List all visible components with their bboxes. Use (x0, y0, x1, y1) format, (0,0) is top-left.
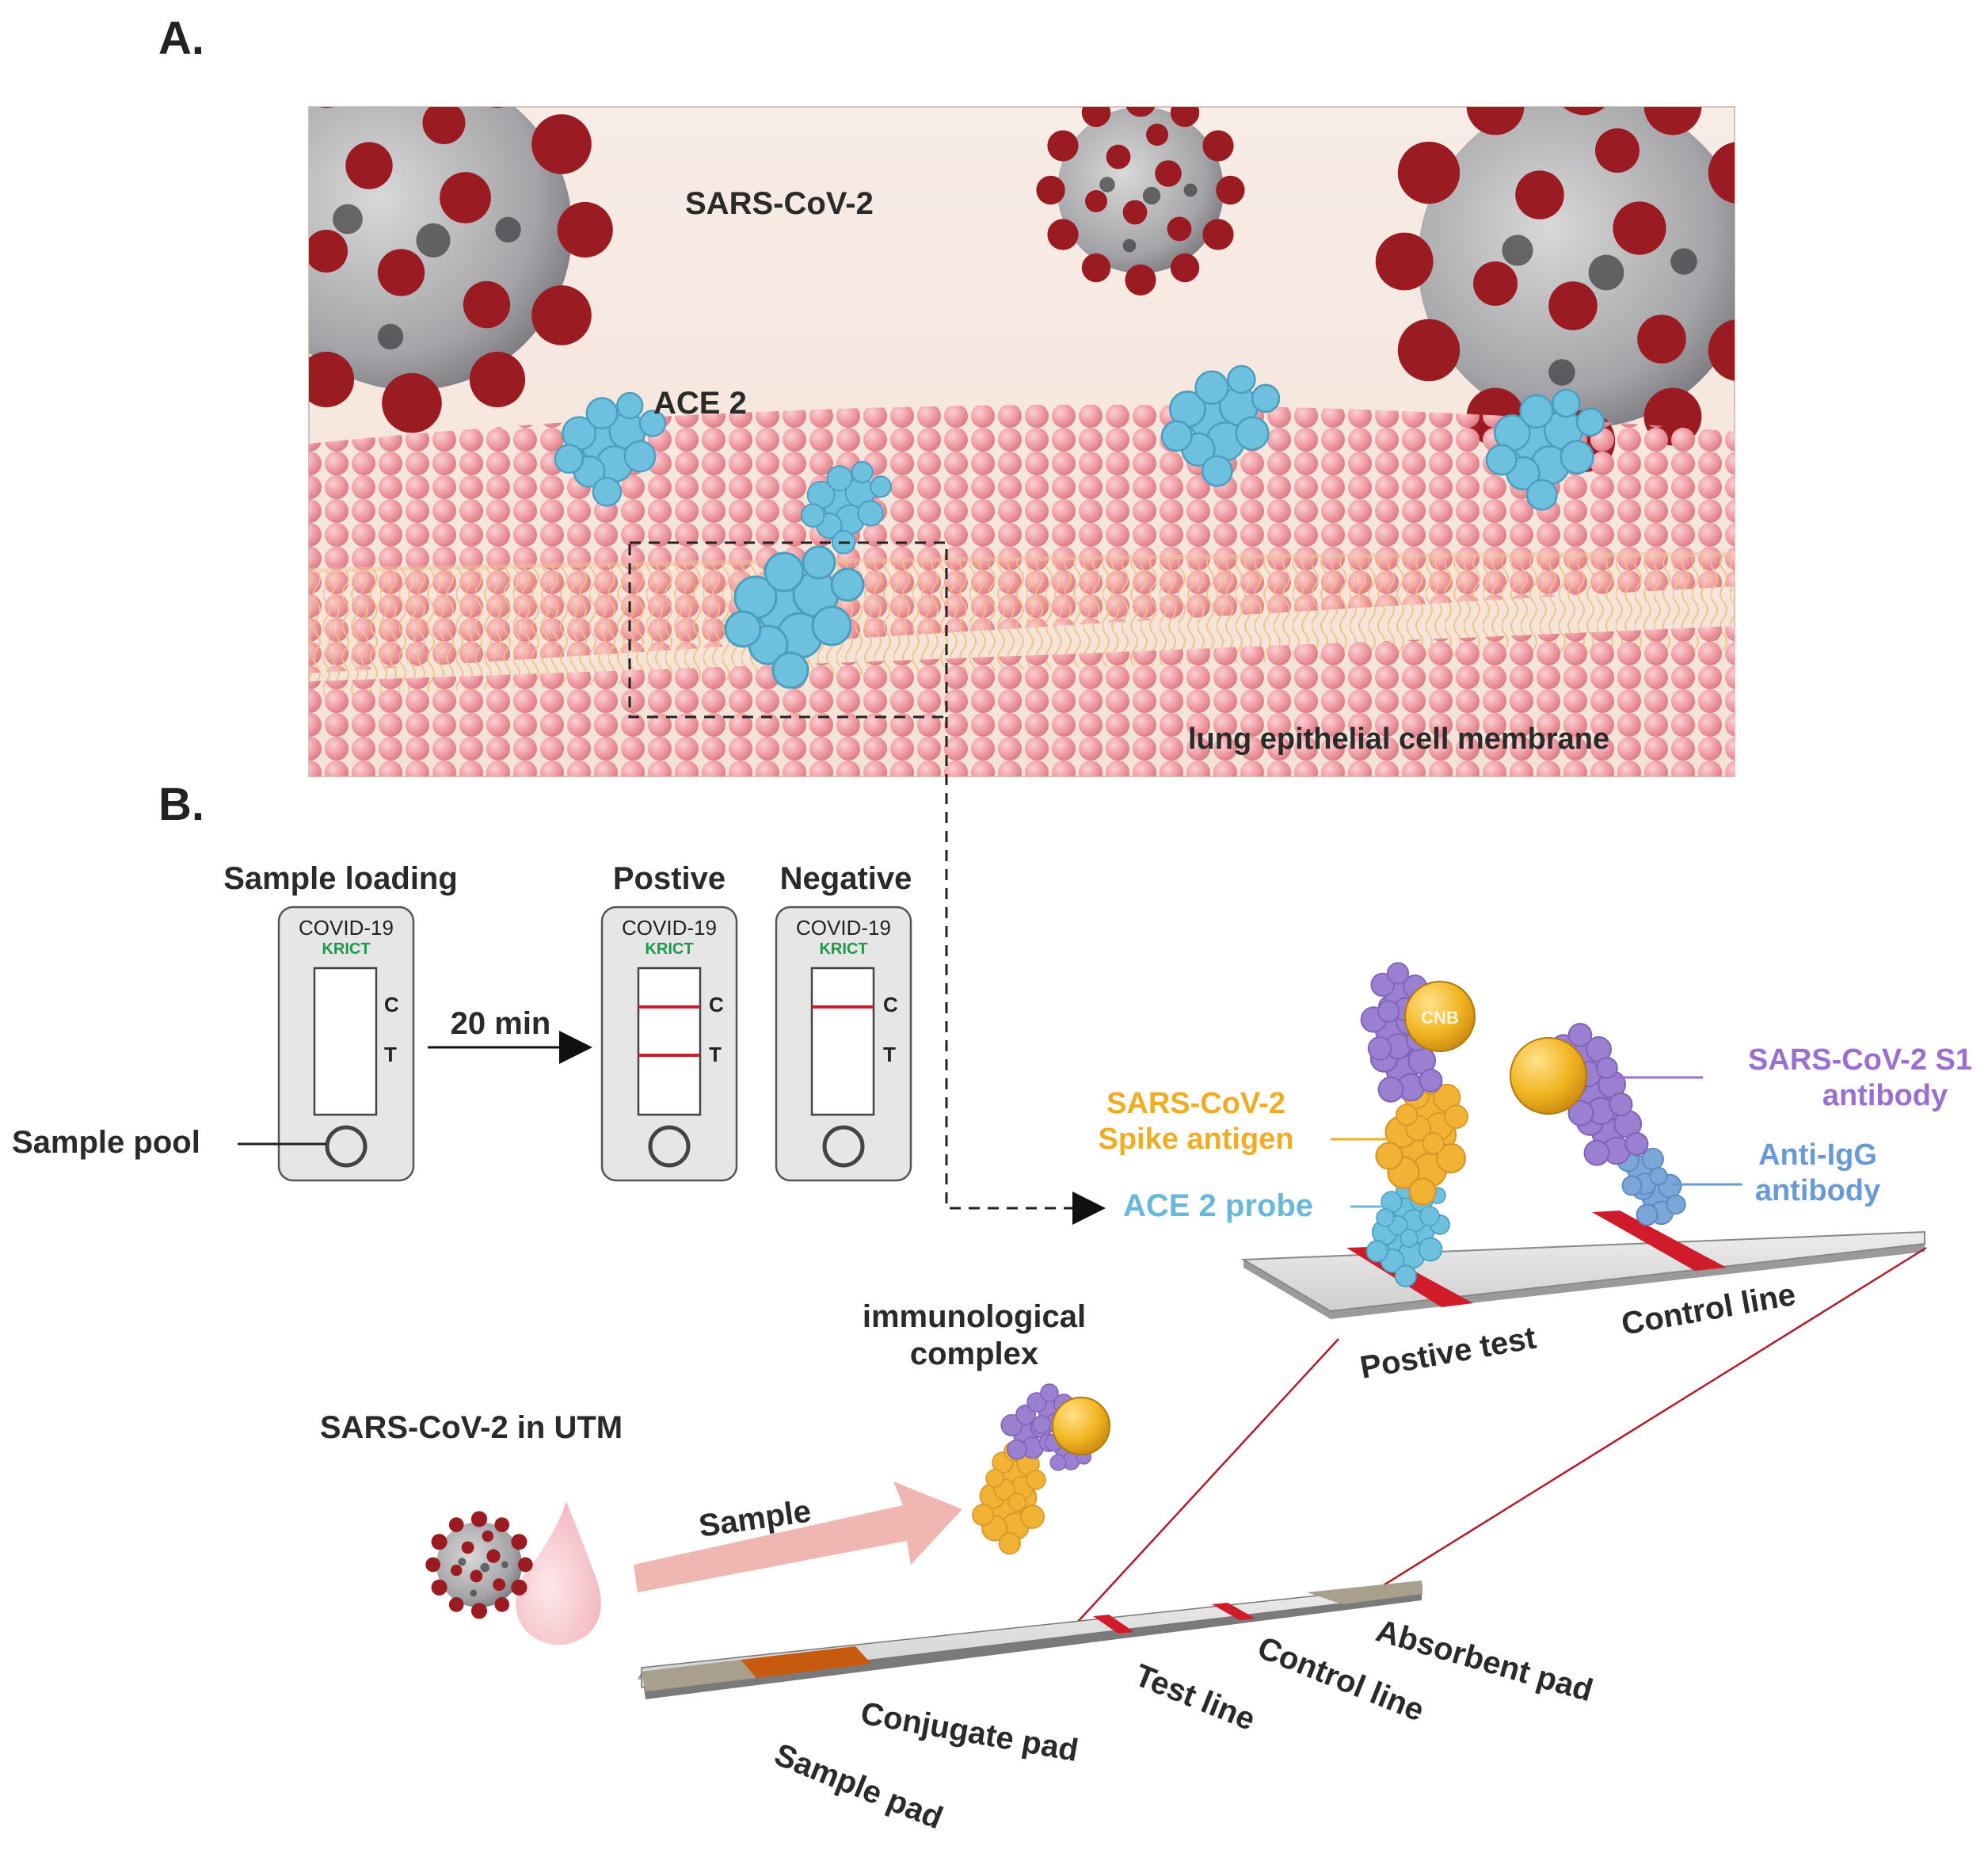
lateral-flow-strip (638, 1581, 1422, 1699)
detail-control-line-label: Control line (1619, 1277, 1798, 1342)
virus-label: SARS-CoV-2 (685, 186, 874, 221)
zoom-line-left (1057, 1338, 1339, 1645)
absorbent-pad (1307, 1581, 1422, 1604)
test-card-sample-loading: COVID-19 KRICT C T (277, 906, 415, 1182)
spike-antigen-label-1: SARS-CoV-2 (1106, 1087, 1285, 1120)
svg-text:COVID-19: COVID-19 (796, 916, 891, 940)
sample-pad (642, 1660, 756, 1691)
svg-text:T: T (384, 1043, 397, 1066)
svg-text:KRICT: KRICT (819, 940, 867, 958)
zoom-line-right (1346, 1246, 1927, 1610)
svg-text:C: C (883, 993, 898, 1016)
receptor-label: ACE 2 (653, 386, 747, 421)
sample-pad-label: Sample pad (770, 1737, 948, 1836)
gold-nanoparticle (1404, 981, 1476, 1052)
anti-igg-label-1: Anti-IgG (1758, 1138, 1877, 1172)
s1-antibody-label-2: antibody (1822, 1079, 1948, 1112)
cell-membrane-illustration: SARS-CoV-2 ACE 2 lung epithelial cell me… (308, 106, 1735, 777)
time-label: 20 min (451, 1006, 551, 1041)
s1-antibody-label-1: SARS-CoV-2 S1 (1748, 1043, 1972, 1077)
sample-loading-title: Sample loading (223, 861, 458, 896)
complex-label-2: complex (910, 1337, 1038, 1371)
panel-b-label: B. (158, 779, 204, 830)
control-line (1212, 1603, 1255, 1620)
membrane-label: lung epithelial cell membrane (1188, 723, 1609, 756)
zoom-connector (945, 717, 1106, 1225)
membrane-lipid-tails (309, 555, 1735, 697)
negative-title: Negative (780, 861, 912, 896)
svg-text:COVID-19: COVID-19 (622, 916, 717, 940)
conjugate-pad-label: Conjugate pad (858, 1696, 1080, 1769)
anti-igg-label-2: antibody (1755, 1174, 1880, 1207)
complex-label-1: immunological (863, 1299, 1086, 1334)
immunological-complex (972, 1383, 1110, 1555)
detail-control-line (1592, 1211, 1727, 1271)
svg-text:T: T (709, 1043, 722, 1066)
membrane-bottom-leaflet (309, 626, 1735, 776)
svg-text:T: T (883, 1043, 896, 1066)
ace2-probe-label: ACE 2 probe (1123, 1188, 1313, 1223)
svg-text:COVID-19: COVID-19 (299, 916, 394, 940)
test-card-negative: COVID-19 KRICT C T (775, 906, 912, 1182)
zoom-box (628, 541, 948, 719)
svg-text:KRICT: KRICT (322, 940, 370, 958)
nanoparticle-label: CNB (1421, 1008, 1459, 1028)
positive-test-label: Postive test (1358, 1321, 1539, 1386)
conjugate-pad (741, 1646, 871, 1678)
test-line (1093, 1615, 1134, 1634)
sample-droplet (425, 1501, 601, 1645)
panel-a-label: A. (158, 13, 204, 64)
positive-title: Postive (613, 861, 726, 896)
svg-text:C: C (709, 993, 724, 1016)
spike-antigen-label-2: Spike antigen (1098, 1123, 1293, 1156)
test-card-positive: COVID-19 KRICT C T (600, 906, 738, 1182)
svg-text:KRICT: KRICT (645, 940, 693, 958)
sample-pool-label: Sample pool (12, 1125, 200, 1160)
gold-nanoparticle (1510, 1037, 1587, 1115)
sample-flow-arrow (634, 1481, 962, 1592)
test-line-label: Test line (1130, 1658, 1260, 1737)
sample-source-label: SARS-CoV-2 in UTM (320, 1410, 623, 1445)
strip-detail: CNB SARS-CoV-2 Spike antigen ACE 2 probe… (1098, 962, 1972, 1386)
svg-text:C: C (384, 993, 399, 1016)
